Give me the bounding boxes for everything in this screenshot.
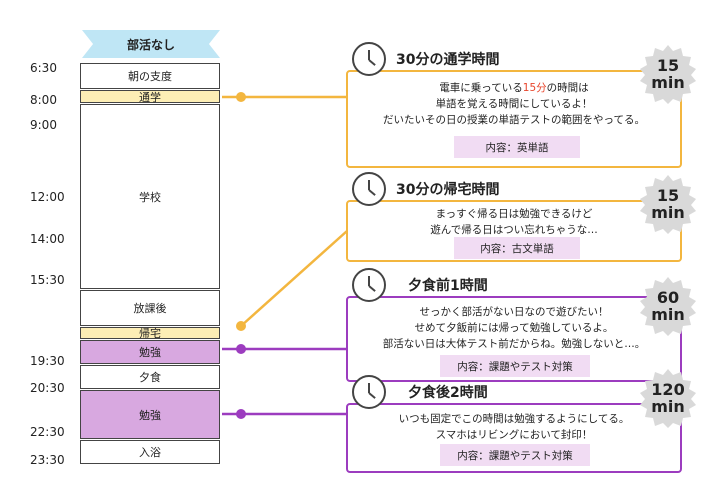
- segment-school: 学校: [80, 104, 220, 289]
- clock-icon: [352, 268, 386, 302]
- time-label: 9:00: [30, 118, 57, 132]
- segment-study-2: 勉強: [80, 390, 220, 439]
- card-return-title: 30分の帰宅時間: [396, 182, 500, 198]
- connector-dot-before-dinner: [236, 344, 246, 354]
- connector-return: [240, 230, 348, 327]
- clock-icon: [352, 42, 386, 76]
- segment-return-home: 帰宅: [80, 327, 220, 340]
- connector-dot-commute: [236, 92, 246, 102]
- card-after-dinner-title: 夕食後2時間: [408, 385, 488, 401]
- segment-study-1: 勉強: [80, 340, 220, 364]
- time-label: 15:30: [30, 273, 65, 287]
- card-before-dinner-title: 夕食前1時間: [408, 278, 488, 294]
- time-label: 20:30: [30, 381, 65, 395]
- card-return-text: まっすぐ帰る日は勉強できるけど 遊んで帰る日はつい忘れちゃうな…: [430, 208, 598, 236]
- clock-icon: [352, 375, 386, 409]
- segment-morning-prep: 朝の支度: [80, 63, 220, 89]
- header-ribbon: 部活なし: [82, 30, 220, 58]
- time-label: 22:30: [30, 425, 65, 439]
- card-before-dinner-tag: 内容：課題やテスト対策: [440, 355, 590, 377]
- segment-after-school: 放課後: [80, 290, 220, 326]
- card-return-tag: 内容：古文単語: [454, 237, 580, 259]
- segment-bath: 入浴: [80, 440, 220, 464]
- header-label: 部活なし: [126, 37, 175, 52]
- time-label: 19:30: [30, 354, 65, 368]
- card-commute: 電車に乗っている15分の時間は 単語を覚える時間にしているよ！ だいたいその日の…: [346, 70, 682, 168]
- connector-dot-after-dinner: [236, 409, 246, 419]
- time-label: 8:00: [30, 93, 57, 107]
- time-label: 6:30: [30, 61, 57, 75]
- card-commute-text: 電車に乗っている15分の時間は 単語を覚える時間にしているよ！ だいたいその日の…: [383, 82, 645, 126]
- card-commute-tag: 内容：英単語: [454, 136, 580, 158]
- connector-dot-return: [236, 321, 246, 331]
- time-label: 14:00: [30, 232, 65, 246]
- time-label: 12:00: [30, 190, 65, 204]
- segment-dinner: 夕食: [80, 365, 220, 389]
- card-after-dinner: いつも固定でこの時間は勉強するようにしてる。 スマホはリビングにおいて封印！ 内…: [346, 403, 682, 473]
- card-after-dinner-tag: 内容：課題やテスト対策: [440, 444, 590, 466]
- segment-commute: 通学: [80, 90, 220, 104]
- clock-icon: [352, 172, 386, 206]
- card-after-dinner-text: いつも固定でこの時間は勉強するようにしてる。 スマホはリビングにおいて封印！: [398, 413, 630, 441]
- card-return: まっすぐ帰る日は勉強できるけど 遊んで帰る日はつい忘れちゃうな… 内容：古文単語: [346, 200, 682, 262]
- time-label: 23:30: [30, 453, 65, 467]
- card-commute-title: 30分の通学時間: [396, 52, 500, 68]
- card-before-dinner: せっかく部活がない日なので遊びたい！ せめて夕飯前には帰って勉強しているよ。 部…: [346, 296, 682, 382]
- card-before-dinner-text: せっかく部活がない日なので遊びたい！ せめて夕飯前には帰って勉強しているよ。 部…: [382, 306, 646, 350]
